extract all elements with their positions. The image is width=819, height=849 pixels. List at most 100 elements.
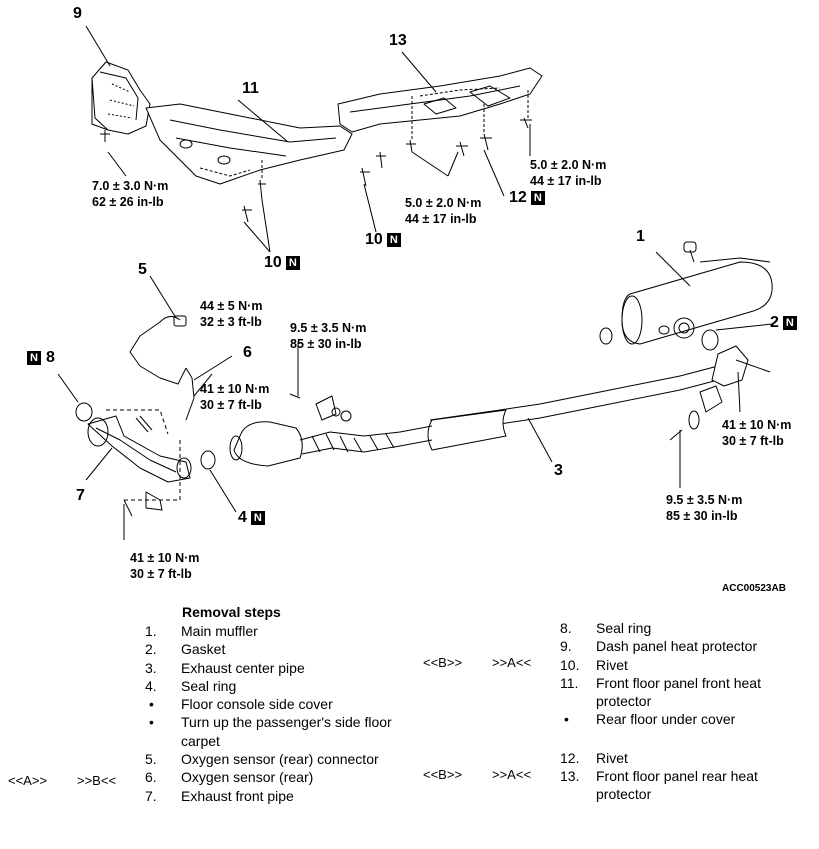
removal-service-point-a: <<A>> — [8, 773, 48, 788]
seal-ring-8-drawing — [75, 402, 93, 422]
step-bullet: • — [564, 711, 569, 728]
callout-12-new-part-badge: N — [530, 191, 545, 205]
step-number: 5. — [145, 751, 157, 768]
step-text: Dash panel heat protector — [596, 638, 758, 655]
callout-7: 7 — [76, 487, 85, 504]
callout-10-left-new-part-badge: N — [285, 256, 300, 270]
step-text: Gasket — [181, 641, 226, 658]
step-text: Seal ring — [596, 620, 652, 636]
removal-step-item: 8. Seal ring — [560, 619, 800, 637]
callout-6: 6 — [243, 344, 252, 361]
step-text: Oxygen sensor (rear) — [181, 769, 314, 786]
step-number: 9. — [560, 638, 572, 655]
step-number: 7. — [145, 787, 157, 804]
step-number: 2. — [145, 641, 157, 658]
gasket-drawing — [701, 329, 719, 351]
exhaust-front-pipe-drawing — [87, 415, 192, 517]
dash-panel-heat-protector-drawing — [91, 61, 151, 135]
step-text: Main muffler — [181, 623, 258, 639]
step-text: Rear floor under cover — [596, 711, 736, 728]
callout-10-right-new-part-badge: N — [386, 233, 401, 247]
removal-service-point-b-1: <<B>> — [423, 655, 463, 670]
removal-step-item: • Rear floor under cover — [560, 710, 800, 728]
front-floor-rear-heat-protector-drawing — [337, 67, 543, 133]
callout-8-new-part-badge: N — [27, 351, 41, 365]
removal-steps-heading: Removal steps — [182, 604, 281, 620]
leader-lines — [57, 25, 773, 540]
removal-step-item: 2. Gasket — [145, 640, 435, 658]
step-number: 3. — [145, 659, 157, 676]
removal-step-item: 11. Front floor panel front heat protecto… — [560, 674, 800, 711]
removal-step-item: • Floor console side cover — [145, 695, 435, 713]
step-text: Oxygen sensor (rear) connector — [181, 751, 379, 768]
callout-9: 9 — [73, 5, 82, 22]
installation-service-point-a-1: >>A<< — [492, 655, 532, 670]
step-number: 8. — [560, 620, 572, 636]
installation-service-point-a-2: >>A<< — [492, 767, 532, 782]
step-text: Front floor panel rear heat protector — [596, 768, 758, 803]
removal-step-item: • Turn up the passenger's side floor carp… — [145, 713, 435, 750]
removal-step-item: 6. Oxygen sensor (rear) — [145, 768, 435, 786]
removal-step-item: 5. Oxygen sensor (rear) connector — [145, 750, 435, 768]
diagram-code: ACC00523AB — [722, 583, 786, 594]
removal-step-item: 13. Front floor panel rear heat protector — [560, 767, 800, 804]
exhaust-center-pipe-drawing — [427, 345, 771, 451]
removal-step-item: 12. Rivet — [560, 749, 800, 767]
callout-5: 5 — [138, 261, 147, 278]
step-text: Exhaust front pipe — [181, 787, 294, 804]
exhaust-diagram — [57, 25, 773, 540]
callout-13: 13 — [389, 32, 407, 49]
step-number: 13. — [560, 768, 580, 785]
step-text: Rivet — [596, 656, 628, 673]
step-number: 4. — [145, 677, 157, 694]
step-number: 11. — [560, 674, 579, 691]
step-number: 10. — [560, 656, 580, 673]
removal-step-item: 1. Main muffler — [145, 622, 435, 640]
callout-1: 1 — [636, 228, 645, 245]
step-text: Floor console side cover — [181, 696, 333, 713]
callout-4-new-part-badge: N — [250, 511, 265, 525]
step-number: 6. — [145, 769, 157, 786]
step-number: 12. — [560, 749, 580, 766]
removal-step-item: 10. Rivet — [560, 656, 800, 674]
removal-step-item: 7. Exhaust front pipe — [145, 787, 435, 805]
step-text: Front floor panel front heat protector — [596, 674, 761, 710]
removal-step-item: 4. Seal ring — [145, 677, 435, 695]
main-muffler-drawing — [599, 241, 773, 345]
step-text: Seal ring — [181, 677, 237, 694]
removal-step-item: 3. Exhaust center pipe — [145, 659, 435, 677]
removal-service-point-b-2: <<B>> — [423, 767, 463, 782]
step-bullet: • — [149, 696, 154, 713]
callout-2-new-part-badge: N — [782, 316, 797, 330]
step-text: Exhaust center pipe — [181, 659, 305, 676]
front-floor-front-heat-protector-drawing — [145, 103, 353, 185]
step-bullet: • — [149, 714, 154, 731]
removal-step-item: 9. Dash panel heat protector — [560, 637, 800, 655]
callout-3: 3 — [554, 462, 563, 479]
step-number: 1. — [145, 623, 157, 639]
seal-ring-4-drawing — [200, 450, 216, 470]
removal-steps-left-list: 1. Main muffler 2. Gasket 3. Exhaust center p… — [145, 622, 435, 805]
rivets-drawing — [100, 90, 532, 223]
catalytic-converter-drawing — [229, 395, 433, 467]
step-text: Rivet — [596, 749, 628, 766]
callout-11: 11 — [242, 80, 259, 97]
step-text: Turn up the passenger's side floor carpe… — [181, 714, 392, 749]
installation-service-point-b: >>B<< — [77, 773, 117, 788]
